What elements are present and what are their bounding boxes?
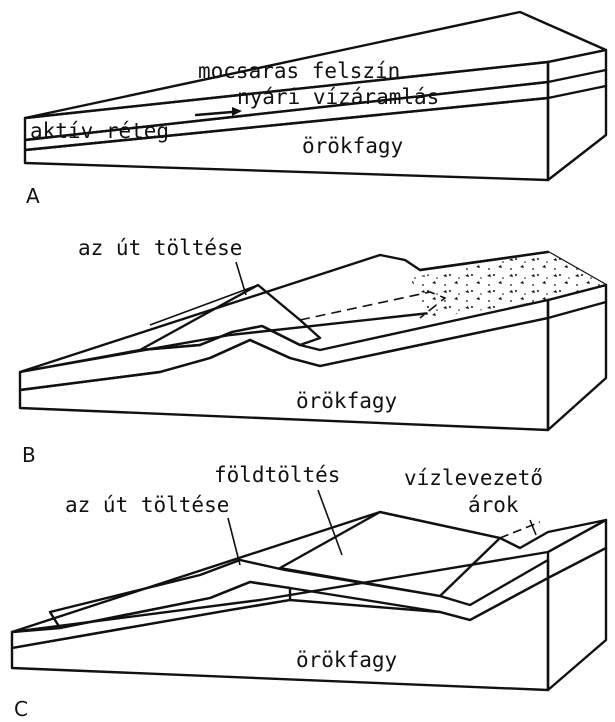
label-summer-flow: nyári vízáramlás [237,85,439,109]
panel-letter-b: B [22,443,36,467]
side-face-c [546,518,608,692]
side-face-a [546,48,608,182]
panel-letter-a: A [26,184,40,208]
label-permafrost-b: örökfagy [296,389,397,413]
label-earth-fill: földtöltés [214,463,340,487]
label-embankment-c: az út töltése [65,493,229,517]
permafrost-front-c [10,576,550,692]
panel-letter-c: C [14,697,28,721]
flow-arrow [194,110,234,117]
panel-b: az út töltése örökfagy B [18,236,608,467]
side-face-b [546,283,608,432]
marsh-surface-b [410,252,606,318]
label-active-layer: aktív réteg [30,119,169,143]
panel-a: mocsaras felszín nyári vízáramlás aktív … [23,10,608,208]
label-drain-ditch-2: árok [468,493,519,517]
label-embankment-b: az út töltése [78,236,242,260]
label-marsh-surface: mocsaras felszín [198,59,400,83]
permafrost-front-b [18,316,550,432]
label-drain-ditch-1: vízlevezető [404,466,543,490]
label-permafrost-a: örökfagy [302,134,403,158]
panel-c: földtöltés vízlevezető árok az út töltés… [10,463,608,721]
label-permafrost-c: örökfagy [296,648,397,672]
